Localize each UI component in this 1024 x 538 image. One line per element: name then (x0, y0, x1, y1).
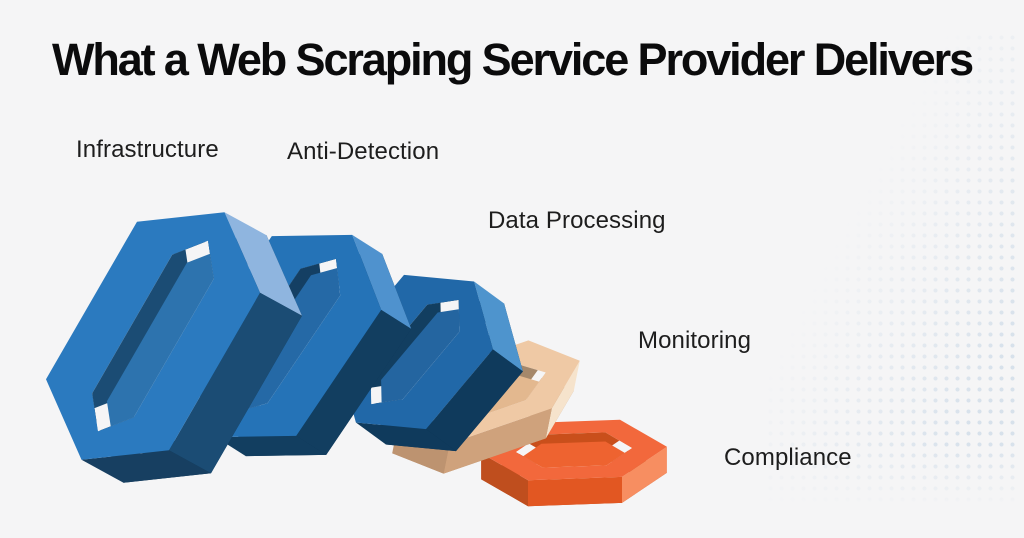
page-title: What a Web Scraping Service Provider Del… (51, 34, 974, 85)
background-dots-pattern (765, 32, 1017, 508)
chain-link-infrastructure (46, 212, 302, 483)
label-monitoring: Monitoring (638, 327, 752, 354)
label-data-processing: Data Processing (488, 207, 666, 234)
label-compliance: Compliance (724, 444, 852, 471)
label-infrastructure: Infrastructure (76, 136, 219, 163)
label-anti-detection: Anti-Detection (287, 138, 440, 165)
